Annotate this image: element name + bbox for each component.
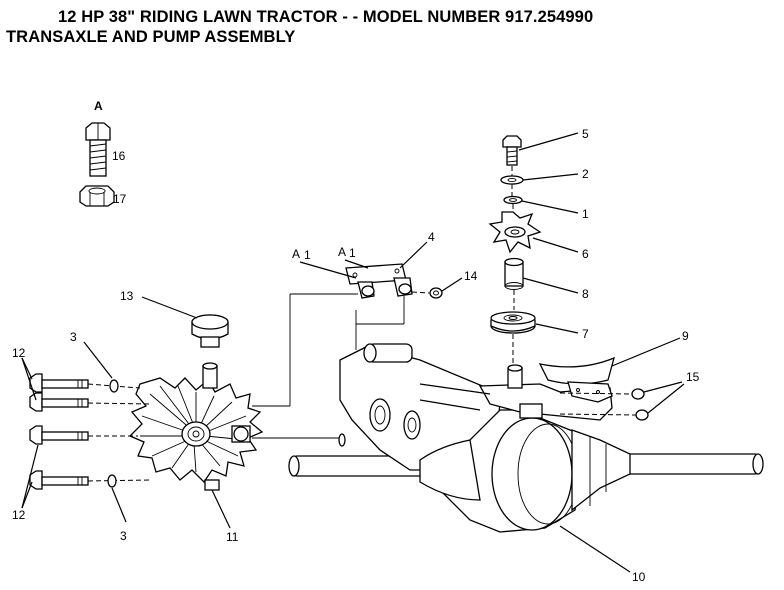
diagram-title: 12 HP 38" RIDING LAWN TRACTOR - - MODEL … [58,8,594,26]
part-12-bolts[interactable] [29,373,89,490]
callout-2: 2 [582,167,589,181]
part-9-shield[interactable] [538,356,615,403]
callout-1: 1 [582,207,589,221]
part-6-fan[interactable] [488,211,542,254]
callout-13: 13 [120,289,134,303]
callout-4: 4 [428,230,435,244]
callout-9: 9 [682,329,689,343]
bracket-assembly: A 1 A 1 4 14 [292,230,478,299]
callout-14: 14 [464,269,478,283]
callout-7: 7 [582,327,589,341]
callout-12-top: 12 [12,346,26,360]
diagram-subtitle: TRANSAXLE AND PUMP ASSEMBLY [6,28,296,46]
inset-a-label: A [94,99,103,113]
callout-10: 10 [632,570,646,584]
callout-16: 16 [112,149,126,163]
part-8-spacer[interactable] [504,257,524,290]
callout-6: 6 [582,247,589,261]
part-11-pump[interactable] [128,362,264,491]
callout-5: 5 [582,127,589,141]
ref-a-left: A [292,247,300,261]
callout-17: 17 [113,192,127,206]
pulley-stack: 5 2 1 6 8 7 [488,127,589,370]
part-4-bracket[interactable] [345,263,413,299]
callout-3-top: 3 [70,330,77,344]
callout-11: 11 [226,530,239,544]
part-1-washer[interactable] [503,195,523,205]
ref-a-right: A [338,245,346,259]
part-13-knob[interactable] [191,314,229,348]
part-7-pulley[interactable] [490,311,536,334]
callout-3-bottom: 3 [120,529,127,543]
part-14-nut[interactable] [429,287,443,299]
callout-15: 15 [686,370,700,384]
part-3-washers[interactable] [107,379,119,488]
callout-12-bottom: 12 [12,508,26,522]
part-2-washer[interactable] [500,175,524,185]
svg-text:1: 1 [304,248,311,262]
part-16-bolt[interactable] [85,122,111,177]
inset-a: A 16 17 [79,99,127,207]
part-10-transaxle[interactable] [288,343,764,533]
svg-text:1: 1 [349,246,356,260]
part-17-nut[interactable] [79,185,115,207]
callout-8: 8 [582,287,589,301]
part-5-bolt[interactable] [502,135,522,166]
